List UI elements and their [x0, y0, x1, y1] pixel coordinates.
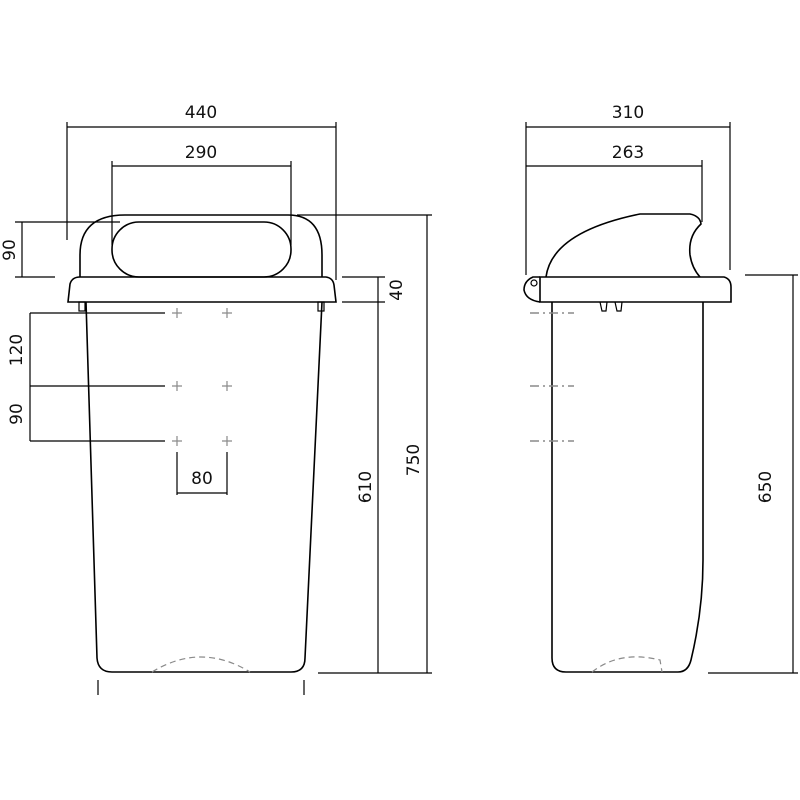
front-tab-left: [78, 301, 86, 312]
front-view: [67, 214, 337, 695]
dim-body-height: 610: [356, 471, 376, 503]
front-lid-brim: [67, 276, 337, 303]
front-dimensions: 440 290 90 120 90 80 40 610 750: [0, 103, 432, 674]
front-body: [85, 301, 323, 673]
side-view: [523, 213, 732, 673]
side-lid-dome: [545, 213, 702, 278]
side-bottom-hidden-arc: [591, 656, 663, 673]
mounting-hole-markers: [172, 308, 232, 446]
dim-side-height: 650: [756, 471, 776, 503]
dim-mount-horizontal-spacing: 80: [191, 469, 213, 489]
side-tabs: [599, 301, 623, 312]
side-lid-brim: [539, 276, 732, 303]
side-hinge: [523, 276, 541, 303]
dim-lid-depth: 263: [612, 143, 644, 163]
dim-mount-spacing-upper: 120: [7, 334, 27, 366]
dim-mount-spacing-lower: 90: [7, 403, 27, 425]
side-body: [551, 302, 704, 673]
dim-overall-width: 440: [185, 103, 217, 123]
front-bottom-hidden-arc: [151, 656, 251, 673]
hinge-pin-icon: [530, 279, 538, 287]
dim-overall-depth: 310: [612, 103, 644, 123]
dim-rim-height: 40: [387, 279, 407, 301]
front-lid-dome: [79, 214, 323, 277]
front-lid-slot: [111, 221, 292, 278]
side-dimensions: 310 263 650: [525, 103, 798, 674]
side-mount-centerlines: [530, 312, 574, 442]
dim-lid-height: 90: [0, 239, 20, 261]
dim-total-height: 750: [404, 444, 424, 476]
dim-slot-width: 290: [185, 143, 217, 163]
